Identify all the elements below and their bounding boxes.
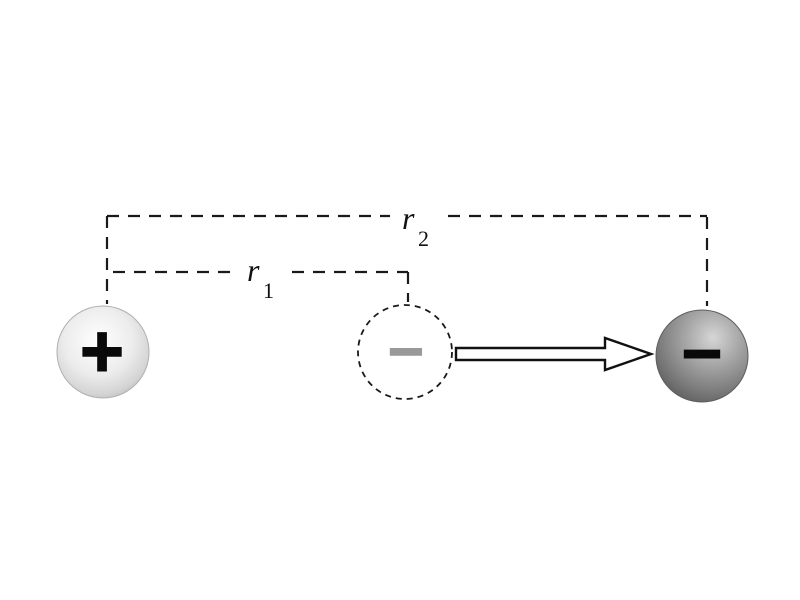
minus-sign: − bbox=[679, 321, 724, 384]
plus-sign: + bbox=[78, 316, 127, 384]
r2-label-subscript: 2 bbox=[418, 226, 429, 251]
r2-label: r bbox=[402, 200, 415, 236]
negative-charge-sphere bbox=[655, 309, 749, 403]
ghost-minus-sign: − bbox=[386, 323, 426, 379]
r1-label-subscript: 1 bbox=[263, 278, 274, 303]
ghost-charge-dashed-circle bbox=[357, 304, 453, 400]
displacement-arrow bbox=[454, 336, 655, 372]
r1-label: r bbox=[247, 252, 260, 288]
positive-charge-sphere bbox=[56, 305, 150, 399]
